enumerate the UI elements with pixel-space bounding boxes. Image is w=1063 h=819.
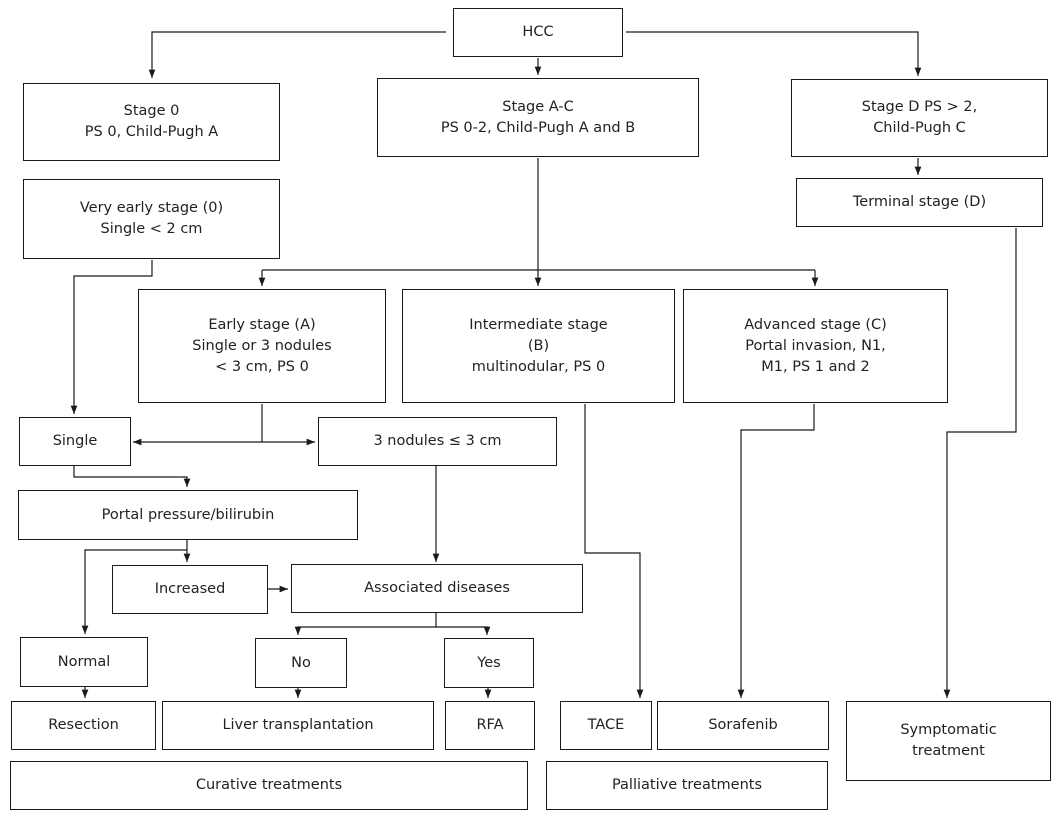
single-box: Single bbox=[19, 417, 131, 466]
intermediate-stage-text-line: multinodular, PS 0 bbox=[471, 358, 606, 375]
hcc-box: HCC bbox=[453, 8, 623, 57]
stage-d-text-line: Stage D PS > 2, bbox=[861, 99, 978, 115]
advanced-stage-text-line: M1, PS 1 and 2 bbox=[761, 358, 870, 375]
sorafenib-box: Sorafenib bbox=[657, 701, 829, 750]
connector-portal-normal bbox=[81, 549, 187, 634]
early-stage-text-line: Single or 3 nodules bbox=[192, 337, 332, 354]
advanced-stage-box: Advanced stage (C) Portal invasion, N1, M1… bbox=[683, 289, 948, 403]
connector-hcc-staged bbox=[626, 31, 922, 76]
curative-treatments-text-line: Curative treatments bbox=[195, 777, 343, 793]
tace-box: TACE bbox=[560, 701, 652, 750]
very-early-stage-box: Very early stage (0) Single < 2 cm bbox=[23, 179, 280, 259]
palliative-treatments-box: Palliative treatments bbox=[546, 761, 828, 810]
very-early-stage-text-line: Very early stage (0) bbox=[79, 200, 224, 216]
increased-text-line: Increased bbox=[154, 581, 226, 597]
symptomatic-treatment-text-line: treatment bbox=[912, 743, 985, 759]
palliative-treatments-text-line: Palliative treatments bbox=[611, 777, 763, 793]
advanced-stage-text-line: Advanced stage (C) bbox=[744, 316, 887, 333]
early-stage-box: Early stage (A) Single or 3 nodules < 3 cm… bbox=[138, 289, 386, 403]
connector-associated-yes bbox=[436, 626, 491, 635]
associated-diseases-text-line: Associated diseases bbox=[364, 580, 510, 596]
portal-pressure-text-line: Portal pressure/bilirubin bbox=[101, 506, 275, 523]
three-nodules-text-line: 3 nodules ≤ 3 cm bbox=[373, 433, 502, 449]
liver-transplantation-text-line: Liver transplantation bbox=[222, 717, 374, 733]
stage-0-text-line: Stage 0 bbox=[123, 103, 180, 119]
yes-text-line: Yes bbox=[477, 654, 501, 671]
connector-terminal-symptomatic bbox=[943, 228, 1017, 698]
stage-d-text-line: Child-Pugh C bbox=[873, 120, 966, 136]
hcc-text-line: HCC bbox=[522, 24, 554, 40]
rfa-box: RFA bbox=[445, 701, 535, 750]
associated-diseases-box: Associated diseases bbox=[291, 564, 583, 613]
connector-intermediate-tace bbox=[584, 404, 644, 698]
intermediate-stage-text-line: (B) bbox=[527, 337, 550, 354]
portal-pressure-box: Portal pressure/bilirubin bbox=[18, 490, 358, 540]
connector-advanced-sorafenib bbox=[737, 404, 815, 698]
intermediate-stage-text-line: Intermediate stage bbox=[469, 316, 608, 333]
stage-a-c-box: Stage A-C PS 0-2, Child-Pugh A and B bbox=[377, 78, 699, 157]
three-nodules-box: 3 nodules ≤ 3 cm bbox=[318, 417, 557, 466]
stage-0-box: Stage 0 PS 0, Child-Pugh A bbox=[23, 83, 280, 161]
connector-veryearly-single bbox=[70, 260, 153, 414]
stage-a-c-text-line: Stage A-C bbox=[502, 98, 574, 115]
connector-associated-split bbox=[294, 612, 437, 635]
sorafenib-text-line: Sorafenib bbox=[708, 717, 778, 733]
normal-box: Normal bbox=[20, 637, 148, 687]
symptomatic-treatment-text-line: Symptomatic bbox=[900, 722, 997, 738]
early-stage-text-line: Early stage (A) bbox=[208, 316, 316, 333]
stage-0-text-line: PS 0, Child-Pugh A bbox=[84, 124, 219, 140]
rfa-text-line: RFA bbox=[476, 717, 504, 733]
stage-d-box: Stage D PS > 2, Child-Pugh C bbox=[791, 79, 1048, 157]
advanced-stage-text-line: Portal invasion, N1, bbox=[745, 337, 886, 354]
no-box: No bbox=[255, 638, 347, 688]
very-early-stage-text-line: Single < 2 cm bbox=[100, 221, 203, 237]
liver-transplantation-box: Liver transplantation bbox=[162, 701, 434, 750]
terminal-stage-box: Terminal stage (D) bbox=[796, 178, 1043, 227]
yes-box: Yes bbox=[444, 638, 534, 688]
resection-text-line: Resection bbox=[48, 717, 119, 733]
stage-a-c-text-line: PS 0-2, Child-Pugh A and B bbox=[440, 119, 636, 136]
intermediate-stage-box: Intermediate stage (B) multinodular, PS 0 bbox=[402, 289, 675, 403]
no-text-line: No bbox=[291, 654, 311, 671]
normal-text-line: Normal bbox=[57, 653, 111, 670]
early-stage-text-line: < 3 cm, PS 0 bbox=[215, 358, 309, 375]
tace-text-line: TACE bbox=[587, 717, 625, 733]
terminal-stage-text-line: Terminal stage (D) bbox=[852, 194, 987, 210]
connector-hcc-stage0 bbox=[148, 31, 446, 78]
symptomatic-treatment-box: Symptomatic treatment bbox=[846, 701, 1051, 781]
single-text-line: Single bbox=[52, 433, 98, 449]
increased-box: Increased bbox=[112, 565, 268, 614]
connector-single-portal bbox=[73, 466, 191, 487]
resection-box: Resection bbox=[11, 701, 156, 750]
curative-treatments-box: Curative treatments bbox=[10, 761, 528, 810]
